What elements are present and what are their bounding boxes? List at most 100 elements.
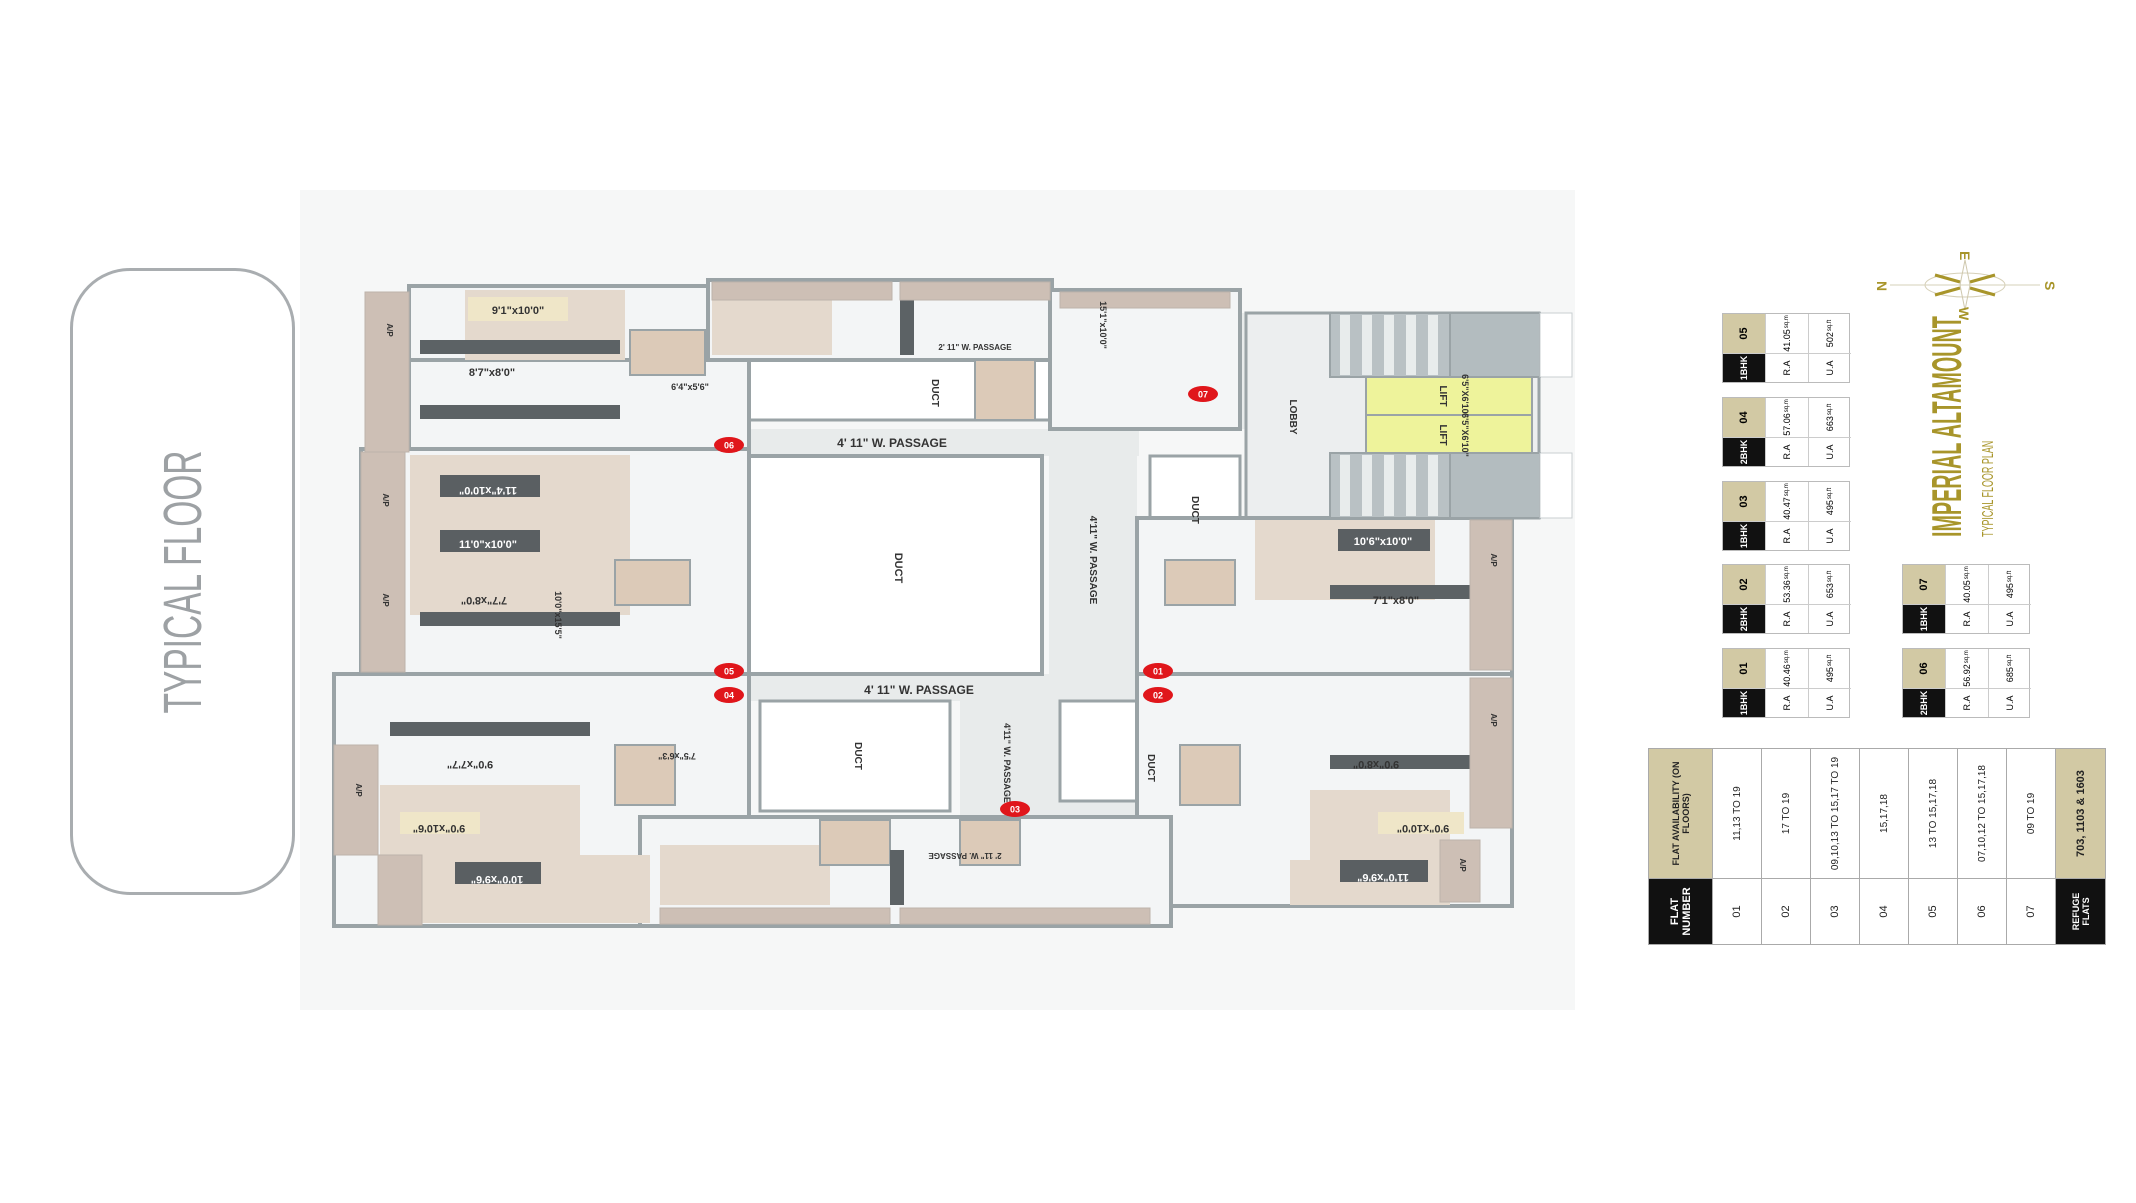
bed [1378,812,1464,834]
landing [1449,312,1541,378]
ua-label: U.A [1809,604,1851,633]
room-size: 9'1"x10'0" [492,305,544,317]
kitchen-counter [1330,755,1500,769]
passage [960,701,1050,819]
ua-label: U.A [1989,604,2031,633]
flat-badge-number: 03 [1010,805,1020,815]
duct [758,699,952,813]
duct [1058,699,1147,803]
toilet [974,359,1036,421]
passage [749,674,1049,701]
flat-badge-number: 06 [724,441,734,451]
ap-strip [1439,839,1481,903]
room-size: 11'0"x10'0" [459,539,517,551]
room-size: 7'7"x8'0" [461,594,507,606]
kitchen-counter [390,722,590,736]
passage-label-narrow-bottom: 2' 11" W. PASSAGE [928,851,1002,860]
sqm-unit: sq.m [1964,650,1970,664]
availability-table: FLAT NUMBER FLAT AVAILABILITY (ON FLOORS… [1648,748,2106,945]
flat-floors: 11,13 TO 19 [1712,748,1762,879]
typical-floor-label-frame: TYPICAL FLOOR [70,268,295,895]
flat-badge-bg [1188,386,1218,402]
bed [468,297,568,321]
flat-number: 06 [1957,878,2007,945]
stair-step [1340,315,1350,375]
stair-step [1406,315,1416,375]
stair-step [1340,455,1350,516]
unit-flat-number: 02 [1723,565,1765,604]
flat-number: 03 [1810,878,1860,945]
flat-badge-bg [1143,663,1173,679]
passage-label-vertical-lower: 4'11" W. PASSAGE [1002,723,1012,803]
duct-label: DUCT [892,553,904,584]
compass-n: N [1874,281,1890,291]
ra-label: R.A [1766,521,1808,550]
flat-badge-03: 03 [1000,801,1030,817]
stair-step [1406,455,1416,516]
unit-type: 2BHK [1723,604,1765,633]
kitchen-counter [420,340,620,354]
compass-w: W [1956,307,1972,320]
flat-badge-02: 02 [1143,687,1173,703]
sqft-unit: sq.ft [2007,570,2013,583]
ra-value: 41.05 [1782,329,1792,352]
unit-type: 1BHK [1903,604,1945,633]
unit-flat-number: 01 [1723,649,1765,688]
sqft-unit: sq.ft [1827,319,1833,332]
ua-value: 653 [1825,583,1835,599]
flat-badge-07: 07 [1188,386,1218,402]
unit-flat-number: 03 [1723,482,1765,521]
flat-badge-number: 04 [724,691,734,701]
sqm-unit: sq.m [1784,315,1790,329]
chajja [1539,452,1573,519]
refuge-flats-label: REFUGE FLATS [2055,878,2106,945]
project-subtitle: TYPICAL FLOOR PLAN [1980,440,1997,537]
flat-badge-number: 02 [1153,691,1163,701]
flat-badge-04: 04 [714,687,744,703]
sqft-unit: sq.ft [1827,654,1833,667]
sqm-unit: sq.m [1784,483,1790,497]
ap-strip [1469,519,1513,671]
flat-floors: 15,17,18 [1859,748,1909,879]
unit-type: 1BHK [1723,521,1765,550]
kitchen-counter [890,850,904,905]
flat-badge-01: 01 [1143,663,1173,679]
ua-label: U.A [1809,437,1851,466]
stair-step [1362,455,1372,516]
bed [440,475,540,497]
header-availability: FLAT AVAILABILITY (ON FLOORS) [1648,748,1713,879]
sqm-unit: sq.m [1784,566,1790,580]
ua-value: 495 [2005,583,2015,599]
stair-step [1384,315,1394,375]
kitchen-counter [1330,585,1500,599]
ua-value: 685 [2005,667,2015,683]
kitchen-counter [420,405,620,419]
compass-rose-icon: N S E W [1874,251,2058,320]
ua-label: U.A [1809,353,1851,382]
ap-strip [360,451,406,673]
room-size: 10'0"x15'5" [553,591,563,639]
toilet [819,819,891,866]
ap-strip [659,907,891,925]
ra-value: 40.46 [1782,664,1792,687]
flat-number: 04 [1859,878,1909,945]
bed [1340,860,1428,882]
ua-value: 663 [1825,416,1835,432]
room-size: 10'0"x9'6" [471,873,523,885]
flat-floors: 07,10,12 TO 15,17,18 [1957,748,2007,879]
unit-flat-number: 07 [1903,565,1945,604]
ra-value: 40.05 [1962,580,1972,603]
unit-flat-number: 06 [1903,649,1945,688]
unit-type: 1BHK [1723,353,1765,382]
flat-floors: 17 TO 19 [1761,748,1811,879]
sqft-unit: sq.ft [1827,403,1833,416]
room-size: 6'4"x5'6" [671,382,709,392]
compass-e: E [1957,251,1973,260]
